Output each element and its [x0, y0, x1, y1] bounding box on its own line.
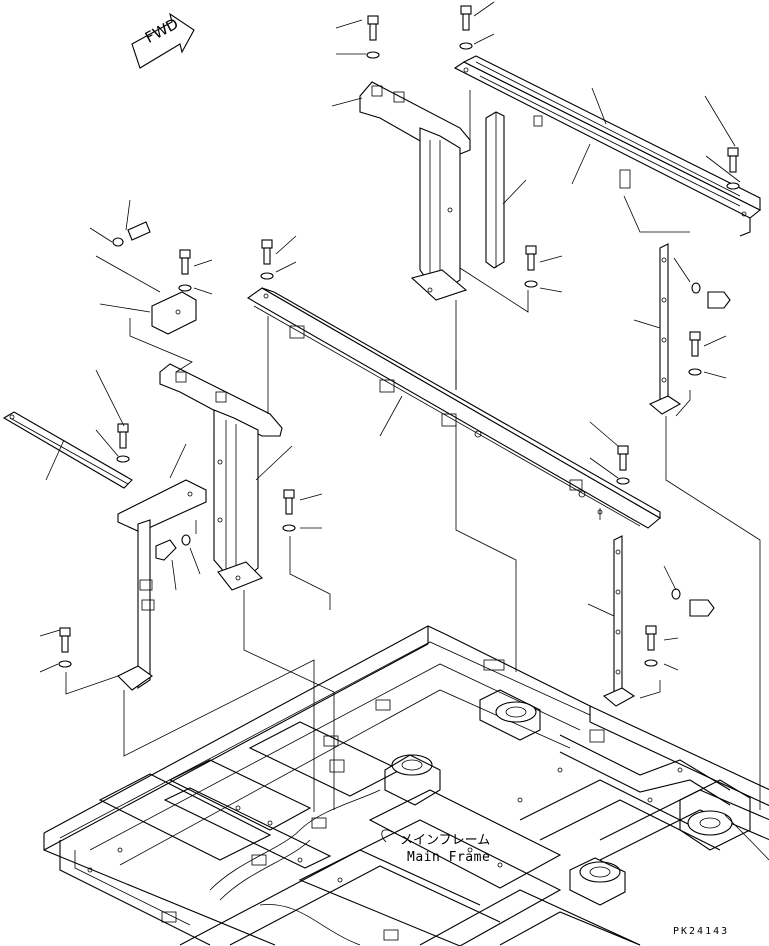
middle-cross-beam: [246, 287, 661, 529]
right-vertical-brackets: [602, 243, 682, 707]
left-flat-bar: [2, 411, 133, 489]
top-right-rail: [453, 55, 762, 237]
drawing-code: PK24143: [673, 926, 730, 937]
main-frame-label-ja: メインフレーム: [400, 833, 491, 848]
small-brackets: [117, 291, 207, 691]
bolts-and-washers: [58, 5, 740, 668]
main-frame: [43, 625, 769, 946]
main-frame-label-en: Main Frame: [407, 850, 491, 865]
fwd-arrow-icon: [131, 12, 195, 69]
leader-lines: [39, 1, 761, 812]
rubber-strip: [485, 111, 505, 269]
left-support-pillar: [159, 363, 283, 591]
upper-support-pillar: [359, 81, 471, 301]
